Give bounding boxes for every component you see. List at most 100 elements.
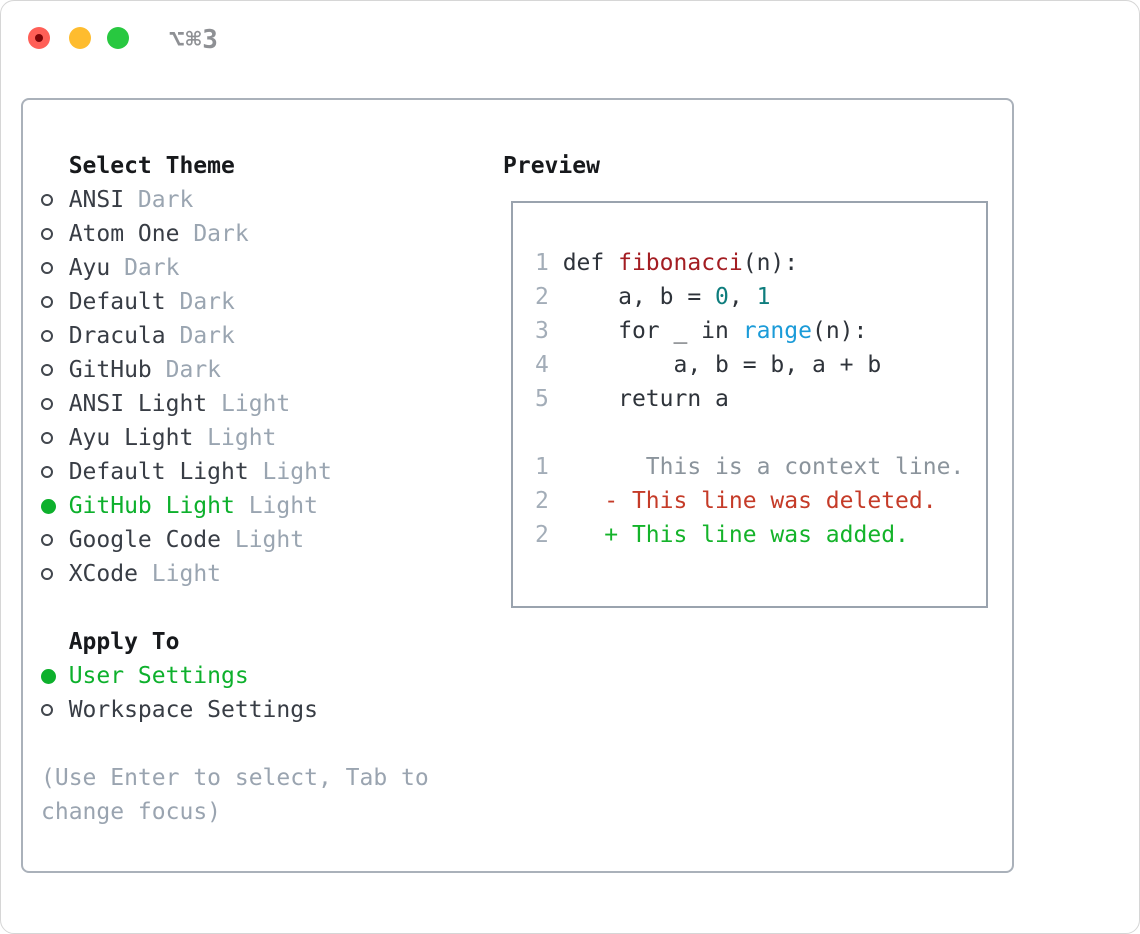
apply-to-option[interactable]: User Settings: [41, 659, 429, 693]
minimize-button[interactable]: [69, 27, 91, 49]
zoom-button[interactable]: [107, 27, 129, 49]
option-label: User Settings: [68, 663, 249, 689]
select-theme-header: Select Theme: [41, 149, 429, 183]
code-segment-plain: (n):: [742, 250, 799, 276]
code-line: 1 def fibonacci(n):: [535, 250, 966, 284]
radio-unselected-icon: [41, 432, 69, 444]
option-tag: Light: [234, 493, 318, 519]
radio-unselected-icon: [41, 534, 69, 546]
option-tag: Light: [137, 561, 222, 587]
line-number: 3: [535, 318, 549, 344]
option-tag: Dark: [179, 221, 249, 247]
code-line: 4 a, b = b, a + b: [535, 352, 966, 386]
close-button[interactable]: [28, 27, 50, 49]
line-number: 5: [535, 386, 549, 412]
option-tag: Dark: [124, 187, 194, 213]
code-segment-plain: a, b =: [548, 284, 716, 310]
code-line: 2 + This line was added.: [535, 522, 966, 556]
option-tag: Dark: [110, 255, 180, 281]
theme-option[interactable]: Default Dark: [41, 285, 429, 319]
theme-option[interactable]: ANSI Light Light: [41, 387, 429, 421]
apply-to-option[interactable]: Workspace Settings: [41, 693, 429, 727]
code-line: 5 return a: [535, 386, 966, 420]
window-title: ⌥⌘3: [169, 25, 219, 55]
theme-option[interactable]: GitHub Light Light: [41, 489, 429, 523]
code-segment-num: 0: [715, 284, 729, 310]
option-label: Default Light: [68, 459, 249, 485]
code-segment-num: 1: [756, 284, 771, 310]
preview-column: Preview 1 def fibonacci(n):2 a, b = 0, 1…: [503, 149, 988, 608]
line-number: 1: [535, 250, 549, 276]
radio-selected-icon: [41, 498, 69, 514]
line-number: 2: [535, 284, 549, 310]
option-label: Dracula: [68, 323, 166, 349]
option-tag: Dark: [151, 357, 222, 383]
section-gap: [41, 591, 429, 625]
apply-to-title: Apply To: [68, 629, 180, 655]
option-label: Ayu Light: [68, 425, 194, 451]
code-segment-plain: return a: [548, 386, 729, 412]
line-number: 1: [535, 454, 549, 480]
preview-header: Preview: [503, 149, 988, 183]
theme-option[interactable]: GitHub Dark: [41, 353, 429, 387]
option-label: Workspace Settings: [68, 697, 318, 723]
code-line: 2 - This line was deleted.: [535, 488, 966, 522]
theme-option[interactable]: Dracula Dark: [41, 319, 429, 353]
code-segment-plain: def: [548, 250, 619, 276]
code-line: [535, 420, 966, 454]
option-tag: Light: [221, 527, 305, 553]
option-label: ANSI Light: [68, 391, 208, 417]
code-segment-plain: for _ in: [548, 318, 743, 344]
hint-line-1: (Use Enter to select, Tab to: [41, 765, 429, 791]
theme-option[interactable]: Ayu Dark: [41, 251, 429, 285]
code-segment-plain: a, b = b, a + b: [548, 352, 882, 378]
theme-option[interactable]: Google Code Light: [41, 523, 429, 557]
code-line: 3 for _ in range(n):: [535, 318, 966, 352]
option-tag: Light: [248, 459, 332, 485]
option-label: Ayu: [68, 255, 111, 281]
code-segment-builtin: range: [742, 318, 812, 344]
theme-option[interactable]: ANSI Dark: [41, 183, 429, 217]
code-segment-deleted: - This line was deleted.: [548, 488, 937, 514]
option-tag: Dark: [165, 323, 235, 349]
radio-selected-icon: [41, 668, 69, 684]
theme-option[interactable]: XCode Light: [41, 557, 429, 591]
option-tag: Light: [207, 391, 291, 417]
code-segment-plain: (n):: [811, 318, 868, 344]
option-tag: Dark: [165, 289, 235, 315]
line-number: 4: [535, 352, 549, 378]
radio-unselected-icon: [41, 398, 69, 410]
option-label: ANSI: [68, 187, 125, 213]
titlebar: ⌥⌘3: [1, 1, 1139, 75]
option-label: Atom One: [68, 221, 180, 247]
code-segment-plain: ,: [728, 284, 757, 310]
preview-title: Preview: [503, 153, 600, 179]
option-tag: Light: [193, 425, 277, 451]
radio-unselected-icon: [41, 330, 69, 342]
radio-unselected-icon: [41, 228, 69, 240]
option-label: GitHub Light: [68, 493, 235, 519]
theme-option[interactable]: Ayu Light Light: [41, 421, 429, 455]
line-number: 2: [535, 488, 549, 514]
radio-unselected-icon: [41, 364, 69, 376]
option-label: Default: [68, 289, 166, 315]
section-gap: [41, 727, 429, 761]
theme-option[interactable]: Atom One Dark: [41, 217, 429, 251]
apply-to-header: Apply To: [41, 625, 429, 659]
radio-unselected-icon: [41, 262, 69, 274]
code-segment-context: This is a context line.: [548, 454, 965, 480]
code-segment-added: + This line was added.: [548, 522, 909, 548]
hint-line-2: change focus): [41, 799, 222, 825]
code-segment-fn: fibonacci: [618, 250, 743, 276]
select-theme-title: Select Theme: [68, 153, 235, 179]
option-label: GitHub: [68, 357, 152, 383]
radio-unselected-icon: [41, 296, 69, 308]
radio-unselected-icon: [41, 194, 69, 206]
code-line: 1 This is a context line.: [535, 454, 966, 488]
theme-option[interactable]: Default Light Light: [41, 455, 429, 489]
